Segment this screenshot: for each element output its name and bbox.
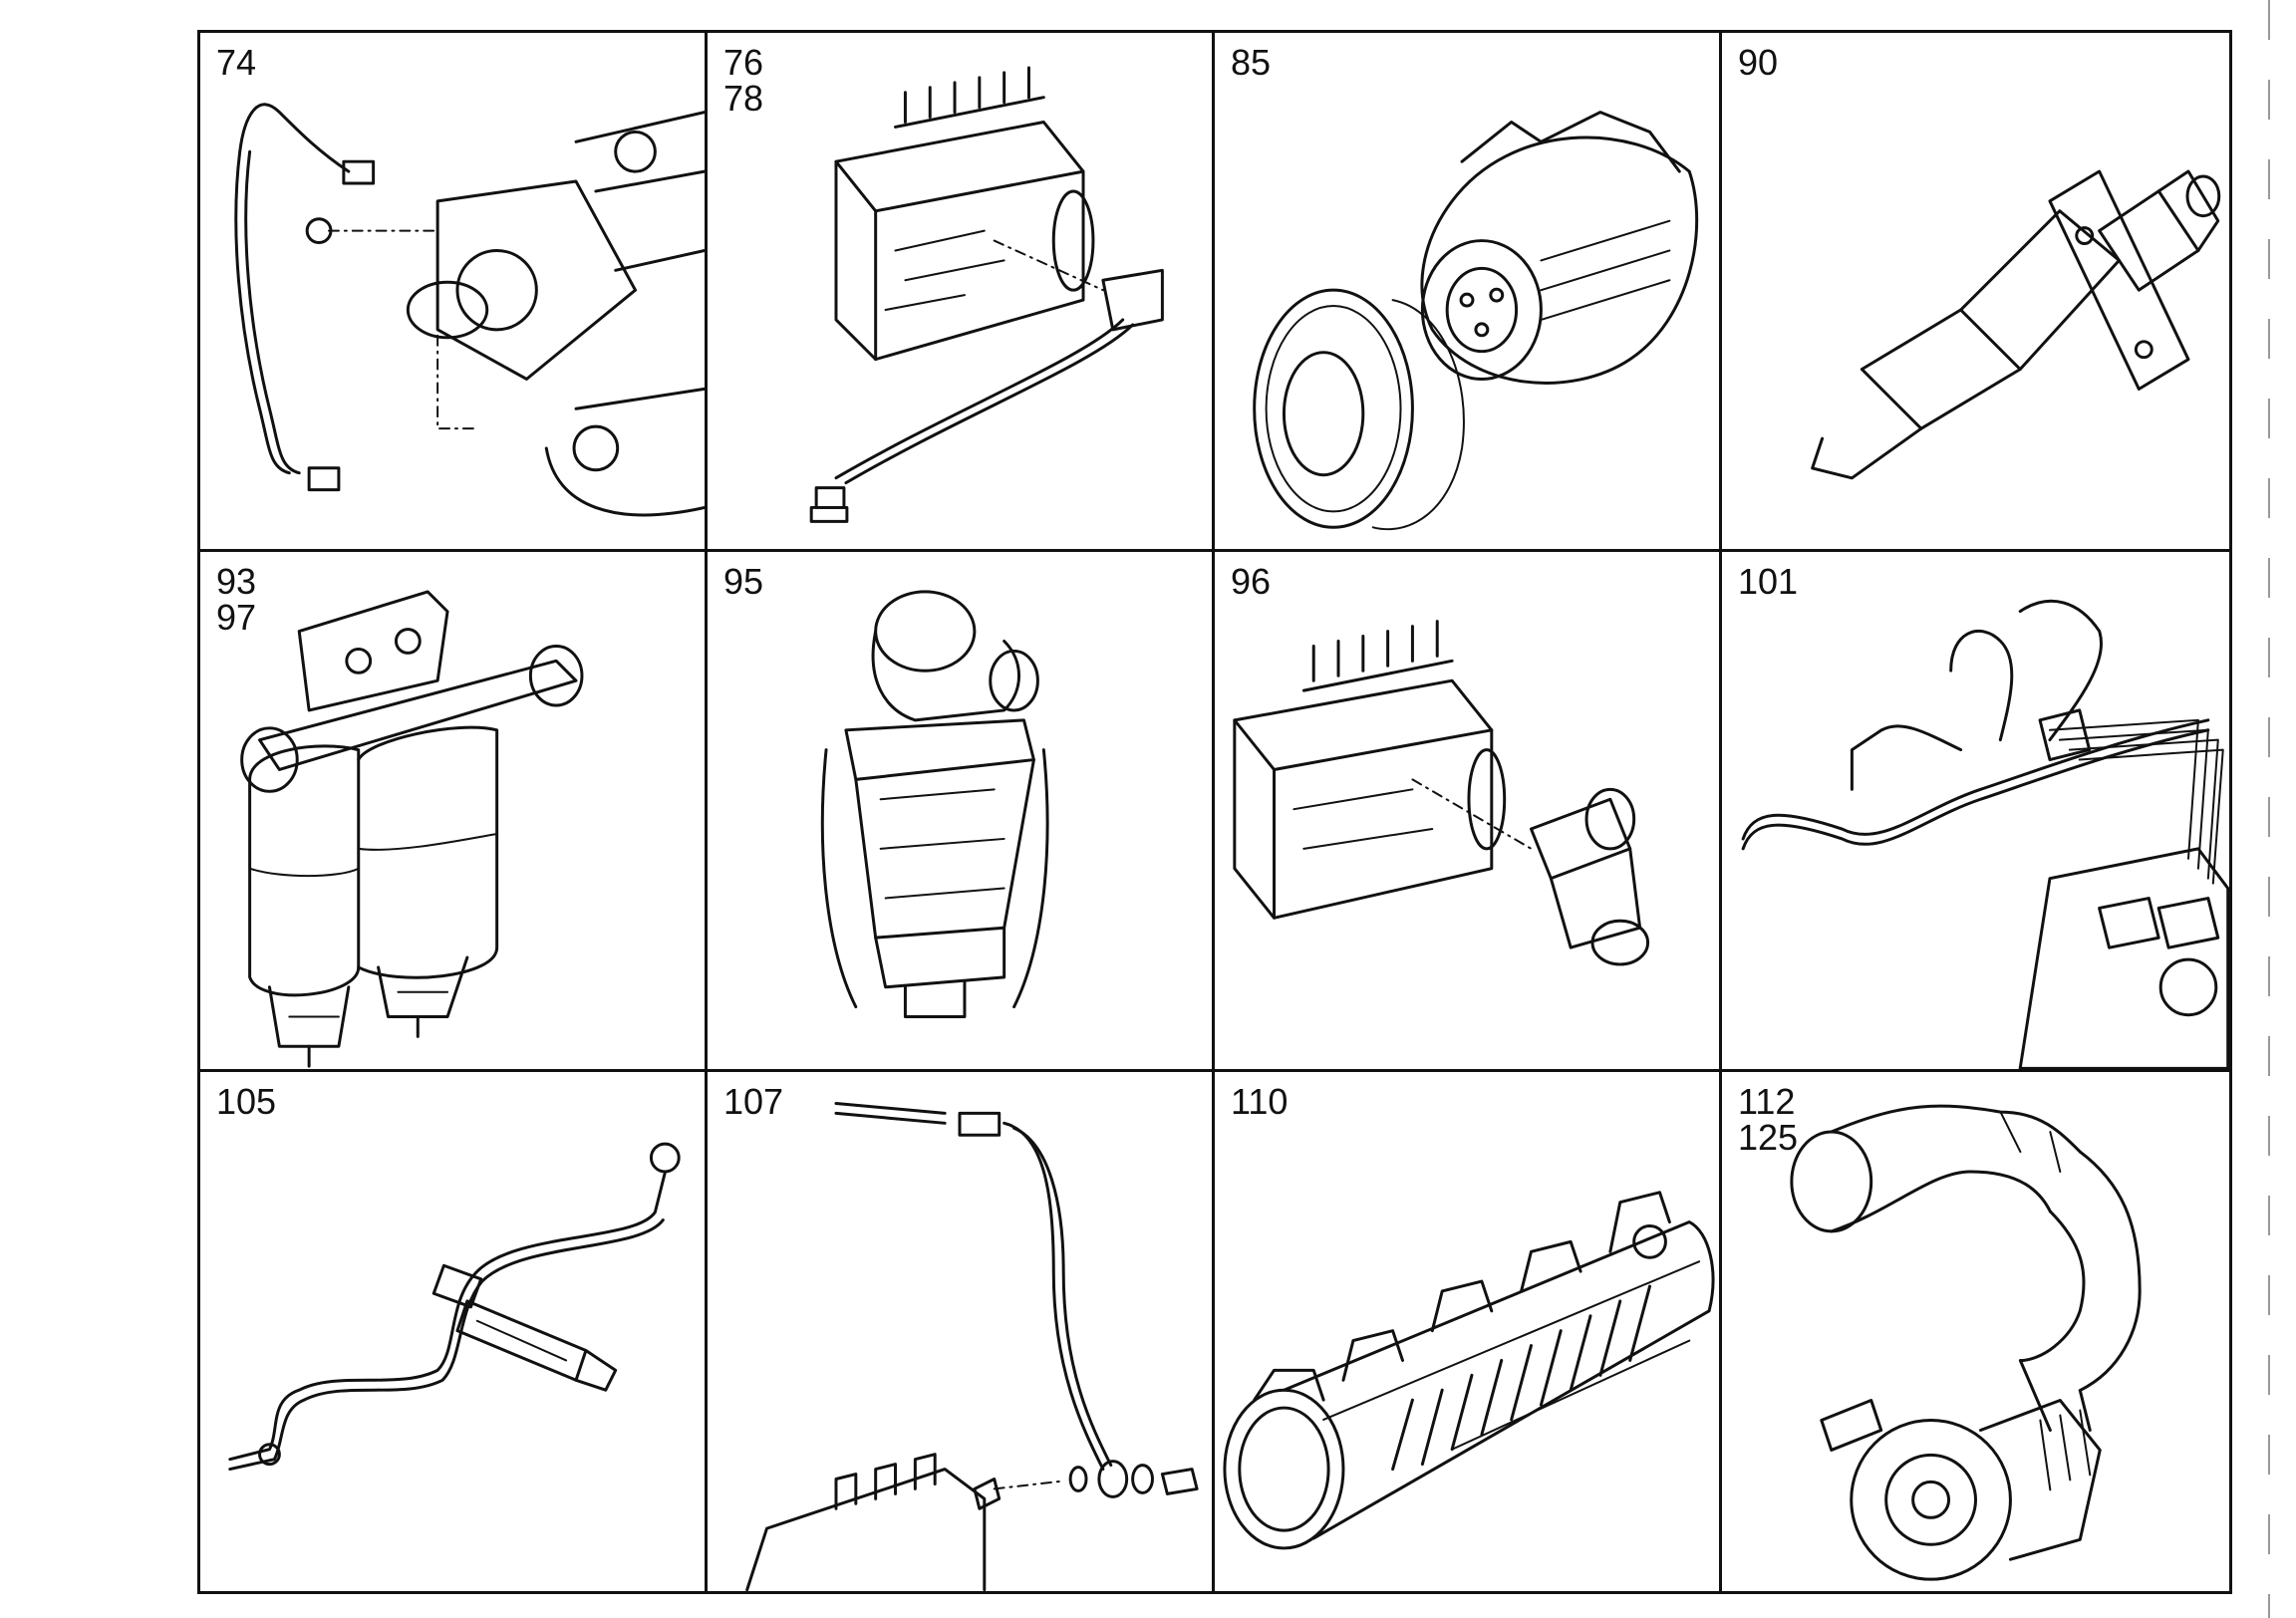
part-number-label: 95 [723,561,764,603]
parts-illustration-grid: 74 76 78 [197,30,2232,1594]
part-number-label: 90 [1738,42,1779,83]
part-number-label: 93 97 [216,561,257,639]
injection-line-illustration [234,103,705,517]
part-cell-93-97[interactable]: 93 97 [200,552,708,1072]
injection-pump-illustration [809,66,1164,523]
twin-fuel-filter-illustration [240,590,584,1068]
part-number-label: 107 [723,1080,784,1122]
part-number-label: 112 125 [1738,1080,1799,1158]
part-cell-101[interactable]: 101 [1722,552,2229,1072]
part-cell-85[interactable]: 85 [1215,33,1722,553]
pump-with-valve-illustration [1233,620,1650,966]
part-cell-110[interactable]: 110 [1215,1071,1722,1591]
leak-off-line-illustration [745,1101,1199,1591]
part-number-label: 74 [216,42,257,83]
part-cell-95[interactable]: 95 [708,552,1215,1072]
scan-edge-mark [2268,0,2270,1618]
injector-with-line-illustration [228,1142,681,1471]
part-cell-76-78[interactable]: 76 78 [708,33,1215,553]
part-cell-105[interactable]: 105 [200,1071,708,1591]
turbocharger-hoses-illustration [1790,1104,2142,1581]
part-number-label: 96 [1231,561,1272,603]
part-number-label: 85 [1231,42,1272,83]
part-cell-96[interactable]: 96 [1215,552,1722,1072]
prefilter-illustration [820,590,1049,1019]
part-number-label: 110 [1231,1080,1289,1122]
drive-gear-illustration [1253,111,1699,531]
part-cell-107[interactable]: 107 [708,1071,1215,1591]
intake-manifold-illustration [1223,1190,1715,1550]
part-number-label: 101 [1738,561,1799,603]
part-cell-90[interactable]: 90 [1722,33,2229,553]
part-number-label: 76 78 [723,42,764,119]
part-number-label: 105 [216,1080,277,1122]
part-cell-112-125[interactable]: 112 125 [1722,1072,2229,1591]
part-cell-74[interactable]: 74 [200,33,708,553]
injector-illustration [1811,169,2221,480]
injection-lines-illustration [1741,600,2229,1069]
